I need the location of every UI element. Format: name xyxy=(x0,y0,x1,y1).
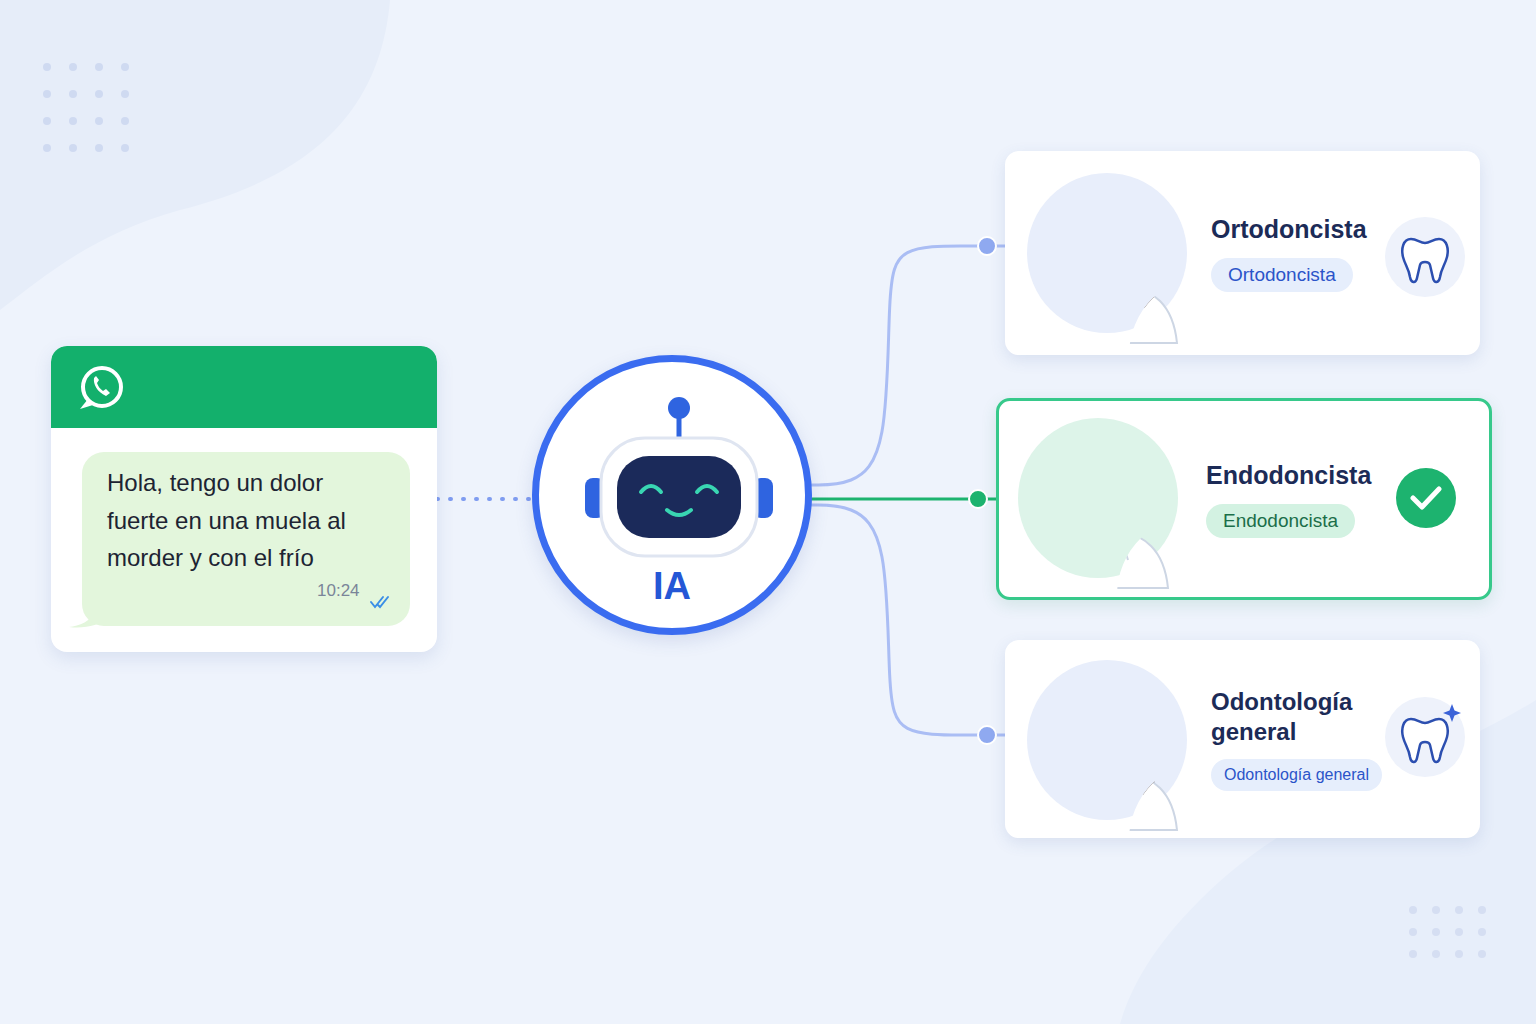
ai-hub: IA xyxy=(532,355,812,635)
specialty-heading: Endodoncista xyxy=(1206,460,1371,490)
specialist-card: OrtodoncistaOrtodoncista xyxy=(1005,151,1480,355)
connector-dot xyxy=(978,237,996,255)
specialty-heading: Odontología general xyxy=(1211,687,1381,747)
specialty-badge: Endodoncista xyxy=(1206,504,1355,538)
hub-label: IA xyxy=(653,566,691,606)
illustration xyxy=(1005,151,1480,355)
dot-grid xyxy=(1409,906,1486,958)
message-text: Hola, tengo un dolor fuerte en una muela… xyxy=(107,464,379,577)
dot-grid xyxy=(43,63,129,152)
connector xyxy=(812,505,1005,735)
specialist-card-selected: EndodoncistaEndodoncista xyxy=(996,398,1492,600)
connector xyxy=(812,246,1005,485)
blob xyxy=(0,0,390,310)
illustration xyxy=(999,401,1489,597)
connector-dot xyxy=(978,726,996,744)
specialty-badge: Ortodoncista xyxy=(1211,258,1353,292)
specialty-badge: Odontología general xyxy=(1211,759,1382,791)
illustration xyxy=(51,346,437,652)
connector-dot xyxy=(969,490,987,508)
dotted-connector xyxy=(437,497,532,501)
message-time: 10:24 xyxy=(317,581,409,601)
specialty-heading: Ortodoncista xyxy=(1211,214,1367,244)
specialist-card: Odontología generalOdontología general xyxy=(1005,640,1480,838)
message-card: Hola, tengo un dolor fuerte en una muela… xyxy=(51,346,437,652)
